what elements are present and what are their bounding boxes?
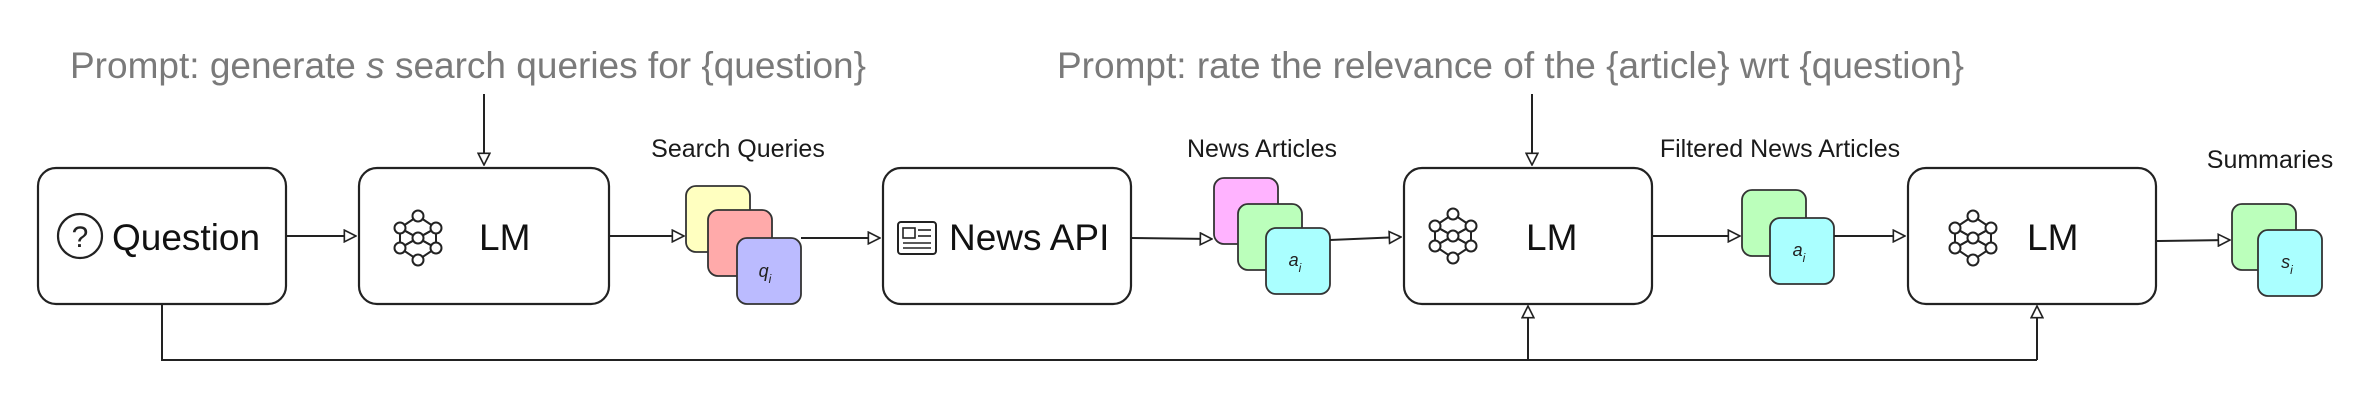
prompt-left-suffix: search queries for {question} bbox=[385, 45, 866, 86]
svg-text:?: ? bbox=[72, 221, 89, 254]
edge-articles-to-lm2 bbox=[1329, 237, 1401, 240]
summaries-label: Summaries bbox=[2207, 146, 2333, 174]
prompt-left-prefix: Prompt: generate bbox=[70, 45, 366, 86]
question-circle-icon: ? bbox=[56, 212, 104, 260]
filtered-news-articles-label: Filtered News Articles bbox=[1660, 135, 1900, 163]
summary-card-label: si bbox=[2281, 252, 2293, 277]
search-queries-label: Search Queries bbox=[651, 135, 825, 163]
lm-3-label: LM bbox=[2027, 217, 2078, 258]
summaries-stack: si bbox=[2231, 203, 2323, 297]
search-queries-stack: qi bbox=[685, 185, 802, 305]
news-api-node: News API bbox=[881, 166, 1133, 306]
question-node: ? Question bbox=[36, 166, 288, 306]
query-card-front bbox=[736, 237, 802, 305]
lm-node-2: LM bbox=[1402, 166, 1654, 306]
article-card-label: ai bbox=[1289, 250, 1302, 275]
newspaper-icon bbox=[897, 221, 937, 255]
lm-2-label: LM bbox=[1526, 217, 1577, 258]
question-label: Question bbox=[112, 217, 260, 258]
news-api-label: News API bbox=[949, 217, 1109, 258]
prompt-generate-queries: Prompt: generate s search queries for {q… bbox=[70, 45, 866, 86]
filtered-card-label: ai bbox=[1793, 240, 1806, 265]
lm-node-1: LM bbox=[357, 166, 611, 306]
filtered-card-front bbox=[1769, 217, 1835, 285]
summary-card-front bbox=[2257, 229, 2323, 297]
prompt-left-var: s bbox=[366, 45, 385, 86]
edge-newsapi-to-articles bbox=[1130, 238, 1212, 239]
filtered-articles-stack: ai bbox=[1741, 189, 1835, 285]
query-card-label: qi bbox=[759, 261, 772, 286]
question-bus-line bbox=[161, 304, 2037, 361]
news-articles-stack: ai bbox=[1213, 177, 1331, 295]
article-card-front bbox=[1265, 227, 1331, 295]
news-articles-label: News Articles bbox=[1187, 135, 1337, 163]
prompt-rate-relevance: Prompt: rate the relevance of the {artic… bbox=[1057, 45, 1964, 86]
lm-node-3: LM bbox=[1906, 166, 2158, 306]
edge-lm3-to-summaries bbox=[2155, 240, 2230, 241]
lm-1-label: LM bbox=[479, 217, 530, 258]
